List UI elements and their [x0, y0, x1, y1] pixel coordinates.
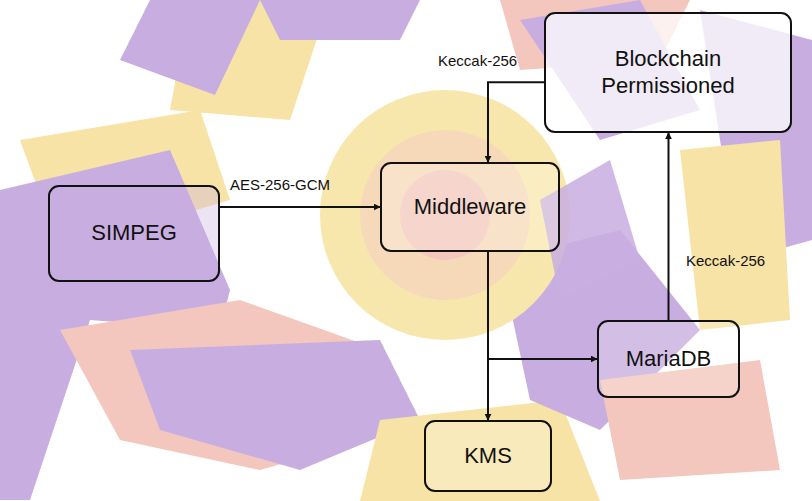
process-box: SIMPEG	[48, 185, 220, 282]
watermark-shape	[120, 0, 260, 95]
edge-label: AES-256-GCM	[228, 176, 332, 193]
arrow-connector	[488, 82, 544, 162]
edge-label: Keccak-256	[436, 52, 519, 69]
watermark-shape	[680, 140, 790, 330]
node-label: SIMPEG	[91, 220, 177, 247]
arrow-connector	[487, 252, 489, 420]
process-box: Middleware	[380, 162, 560, 252]
node-label: KMS	[464, 443, 512, 470]
watermark-shape	[260, 0, 420, 40]
arrow-connector	[488, 252, 597, 359]
process-box: KMS	[424, 420, 552, 492]
process-box: MariaDB	[597, 320, 740, 398]
edge-label: Keccak-256	[684, 252, 767, 269]
arrow-connector	[220, 206, 380, 208]
watermark-shape	[360, 400, 600, 501]
node-label: Blockchain Permissioned	[546, 46, 790, 100]
arrow-connector	[668, 133, 670, 320]
process-box: Blockchain Permissioned	[544, 12, 792, 133]
watermark-circle	[320, 90, 570, 340]
node-label: MariaDB	[626, 346, 712, 373]
node-label: Middleware	[414, 194, 527, 221]
